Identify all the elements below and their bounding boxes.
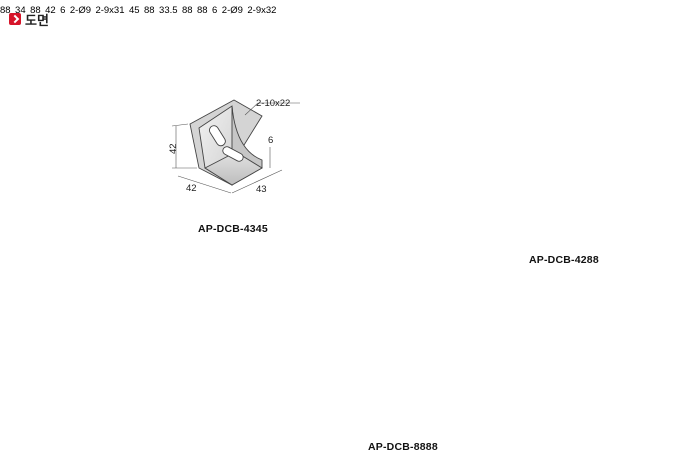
dim-width-left-4288: 88: [30, 5, 41, 16]
dim-pitch-4288: 34: [15, 5, 26, 16]
dim-width-left-4345: 42: [186, 183, 197, 194]
dim-top-8888: 45: [128, 5, 140, 16]
hole-slot-8888: 2-9x32: [247, 5, 277, 16]
dim-thickness-8888: 6: [212, 5, 218, 16]
part-code-8888: AP-DCB-8888: [368, 441, 438, 453]
hole-spec-4345: 2-10x22: [256, 98, 290, 109]
dim-height-4288: 88: [0, 5, 11, 16]
dim-width-left-8888: 88: [181, 5, 193, 16]
bracket-4345: [189, 99, 263, 186]
dim-height-4345: 42: [168, 143, 179, 154]
chevron-right-icon: [9, 13, 21, 25]
section-title: 도면: [25, 12, 49, 28]
dim-width-right-4288: 42: [45, 5, 56, 16]
section-header: 도면: [9, 11, 49, 28]
hole-slot-4288: 2-9x31: [95, 5, 125, 16]
hole-round-4288: 2-Ø9: [69, 5, 91, 16]
dim-thickness-4345: 6: [268, 135, 273, 146]
dims-4345: [171, 102, 300, 194]
part-code-4288: AP-DCB-4288: [529, 254, 599, 266]
dim-thickness-4288: 6: [60, 5, 66, 16]
dim-width-right-8888: 88: [197, 5, 208, 16]
part-code-4345: AP-DCB-4345: [198, 223, 268, 235]
dim-pitch-8888: 33.5: [159, 5, 178, 16]
dim-width-right-4345: 43: [256, 184, 267, 195]
hole-round-8888: 2-Ø9: [221, 5, 243, 16]
dim-height-8888: 88: [144, 5, 155, 16]
